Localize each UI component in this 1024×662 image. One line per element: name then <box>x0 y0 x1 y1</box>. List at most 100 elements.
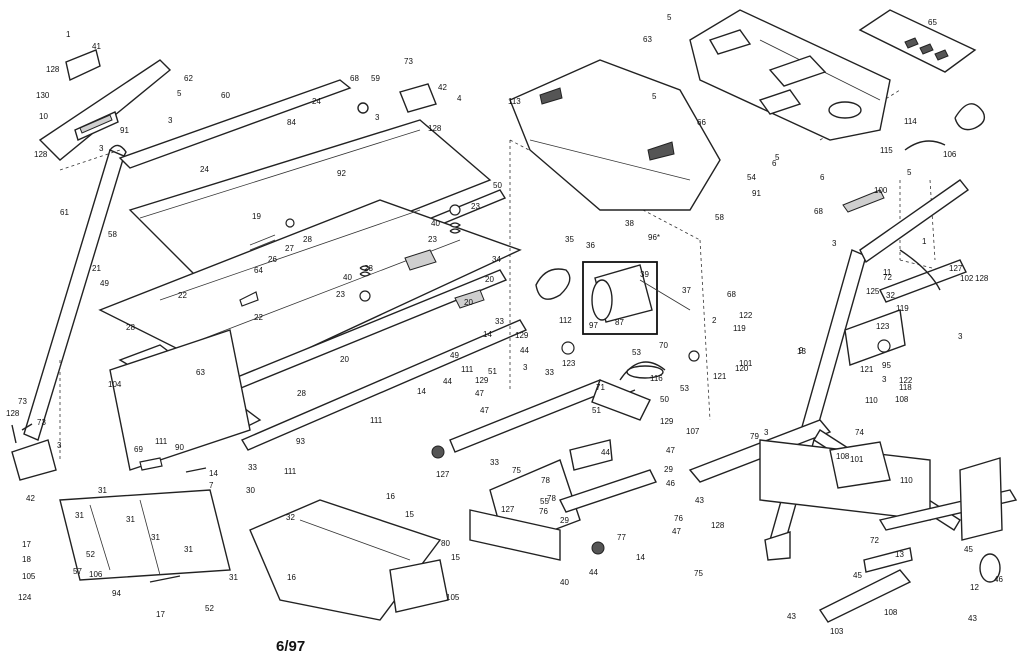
callout-label: 73 <box>18 397 27 406</box>
callout-label: 34 <box>492 255 501 264</box>
callout-label: 29 <box>560 516 569 525</box>
callout-label: 20 <box>340 355 349 364</box>
callout-label: 50 <box>493 181 502 190</box>
callout-label: 84 <box>287 118 296 127</box>
callout-label: 41 <box>92 42 101 51</box>
callout-label: 47 <box>672 527 681 536</box>
callout-label: 13 <box>895 550 904 559</box>
pulse-strap <box>904 103 986 151</box>
console <box>689 9 891 141</box>
callout-label: 16 <box>386 492 395 501</box>
callout-label: 33 <box>495 317 504 326</box>
callout-label: 3 <box>99 144 104 153</box>
callout-label: 33 <box>490 458 499 467</box>
callout-label: 127 <box>949 264 963 273</box>
callout-label: 44 <box>520 346 529 355</box>
callout-label: 129 <box>475 376 489 385</box>
callout-label: 31 <box>229 573 238 582</box>
callout-label: 44 <box>601 448 610 457</box>
callout-label: 118 <box>899 383 912 392</box>
callout-label: 14 <box>483 330 492 339</box>
callout-label: 113 <box>508 97 521 106</box>
callout-label: 130 <box>36 91 50 100</box>
callout-label: 42 <box>26 494 35 503</box>
callout-label: 44 <box>589 568 598 577</box>
callout-label: 74 <box>855 428 864 437</box>
callout-label: 63 <box>196 368 205 377</box>
callout-label: 45 <box>853 571 862 580</box>
callout-label: 70 <box>659 341 668 350</box>
motor-assembly-box <box>582 261 691 335</box>
callout-label: 22 <box>178 291 187 300</box>
callout-label: 108 <box>895 395 909 404</box>
callout-label: 127 <box>501 505 515 514</box>
frame-bottom-panel <box>109 329 251 471</box>
callout-label: 49 <box>450 351 459 360</box>
callout-label: 3 <box>832 239 837 248</box>
misc-hardware <box>11 423 207 583</box>
left-upright <box>11 144 127 481</box>
callout-label: 128 <box>975 274 989 283</box>
callout-label: 75 <box>512 466 521 475</box>
callout-label: 100 <box>874 186 888 195</box>
callout-label: 3 <box>882 375 887 384</box>
callout-label: 78 <box>547 494 556 503</box>
callout-label: 72 <box>883 273 892 282</box>
callout-label: 2 <box>712 316 717 325</box>
callout-label: 129 <box>660 417 674 426</box>
callout-label: 29 <box>664 465 673 474</box>
callout-label: 101 <box>739 359 753 368</box>
callout-label: 128 <box>34 150 48 159</box>
callout-label: 47 <box>480 406 489 415</box>
drive-belt <box>535 268 571 300</box>
callout-label: 128 <box>428 124 442 133</box>
callout-label: 1 <box>922 237 927 246</box>
callout-label: 23 <box>364 264 373 273</box>
callout-label: 28 <box>126 323 135 332</box>
callout-label: 114 <box>904 117 917 126</box>
callout-label: 90 <box>175 443 184 452</box>
callout-label: 111 <box>284 467 297 476</box>
callout-label: 3 <box>523 363 528 372</box>
callout-label: 38 <box>625 219 634 228</box>
callout-label: 62 <box>184 74 193 83</box>
callout-label: 58 <box>108 230 117 239</box>
callout-label: 71 <box>596 383 605 392</box>
callout-label: 3 <box>375 113 380 122</box>
callout-label: 31 <box>151 533 160 542</box>
callout-label: 111 <box>461 365 474 374</box>
callout-label: 91 <box>752 189 761 198</box>
callout-label: 59 <box>371 74 380 83</box>
callout-label: 95 <box>882 361 891 370</box>
callout-labels: 1 41 128 130 62 5 3 10 91 128 3 60 24 84… <box>6 13 1003 636</box>
callout-label: 55 <box>540 497 549 506</box>
incline-frame <box>431 379 657 561</box>
callout-label: 53 <box>632 348 641 357</box>
callout-label: 111 <box>155 437 168 446</box>
callout-label: 106 <box>89 570 103 579</box>
callout-label: 112 <box>559 316 572 325</box>
callout-label: 61 <box>60 208 69 217</box>
callout-label: 72 <box>870 536 879 545</box>
callout-label: 119 <box>896 304 909 313</box>
callout-label: 14 <box>209 469 218 478</box>
callout-label: 123 <box>562 359 576 368</box>
callout-label: 129 <box>515 331 529 340</box>
callout-label: 68 <box>814 207 823 216</box>
callout-label: 20 <box>485 275 494 284</box>
callout-label: 52 <box>205 604 214 613</box>
callout-label: 93 <box>296 437 305 446</box>
callout-label: 3 <box>168 116 173 125</box>
callout-label: 45 <box>964 545 973 554</box>
side-rail-left <box>118 79 352 169</box>
callout-label: 5 <box>177 89 182 98</box>
callout-label: 37 <box>682 286 691 295</box>
callout-label: 105 <box>446 593 460 602</box>
callout-label: 3 <box>958 332 963 341</box>
callout-label: 21 <box>92 264 101 273</box>
callout-label: 46 <box>666 479 675 488</box>
callout-label: 52 <box>86 550 95 559</box>
callout-label: 40 <box>560 578 569 587</box>
callout-label: 125 <box>866 287 880 296</box>
callout-label: 5 <box>775 153 780 162</box>
